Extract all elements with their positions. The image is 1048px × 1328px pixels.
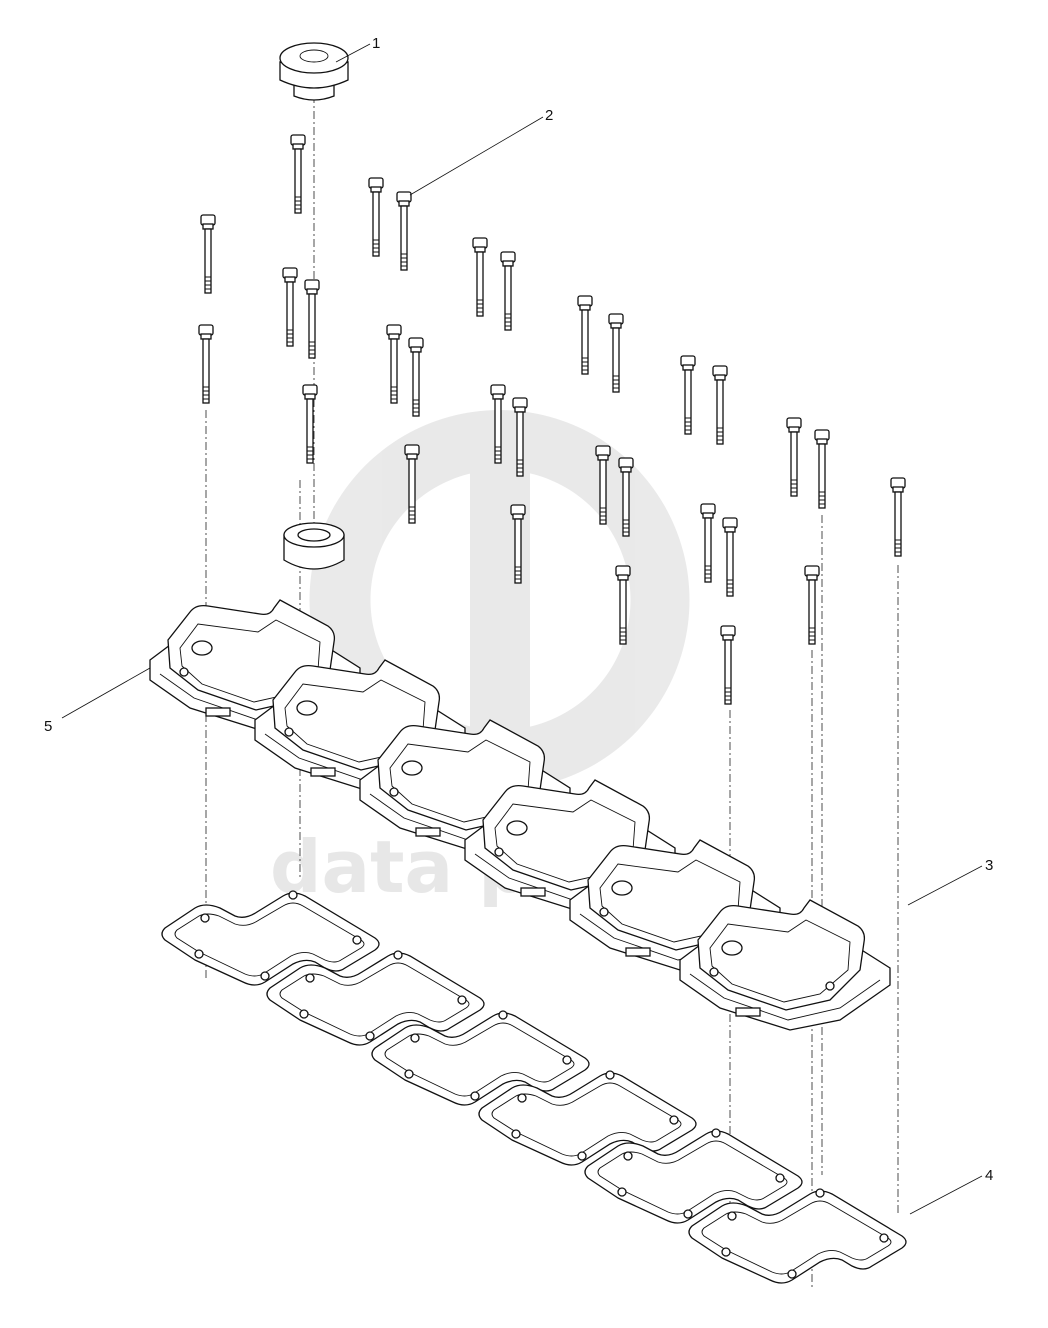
bolt [200,214,216,294]
bolt [608,313,624,393]
bolt [282,267,298,347]
bolt [890,477,906,557]
bolt [804,565,820,645]
callout-2: 2 [545,107,553,124]
bolt [368,177,384,257]
gasket-4 [478,1070,697,1166]
bolt [720,625,736,705]
bolt [814,429,830,509]
bolt [302,384,318,464]
bolt [198,324,214,404]
bolt [500,251,516,331]
oil-filler-neck [283,522,345,570]
bolt [722,517,738,597]
callout-4: 4 [985,1167,993,1184]
gasket-5 [584,1128,803,1224]
bolt [386,324,402,404]
bolt [712,365,728,445]
gasket-3 [371,1010,590,1106]
bolt [408,337,424,417]
bolt [577,295,593,375]
callouts: 1 2 3 4 5 [44,35,993,1215]
bolt [290,134,306,214]
callout-5: 5 [44,718,52,735]
valve-cover-set [149,522,891,1031]
bolt [396,191,412,271]
gasket-6 [688,1188,907,1284]
bolt [700,503,716,583]
watermark-logo-stem [470,440,530,740]
callout-3: 3 [985,857,993,874]
bolt [786,417,802,497]
gasket-2 [266,950,485,1046]
bolt [304,279,320,359]
callout-1: 1 [372,35,380,52]
bolt [680,355,696,435]
oil-filler-cap [279,42,349,101]
bolt [472,237,488,317]
